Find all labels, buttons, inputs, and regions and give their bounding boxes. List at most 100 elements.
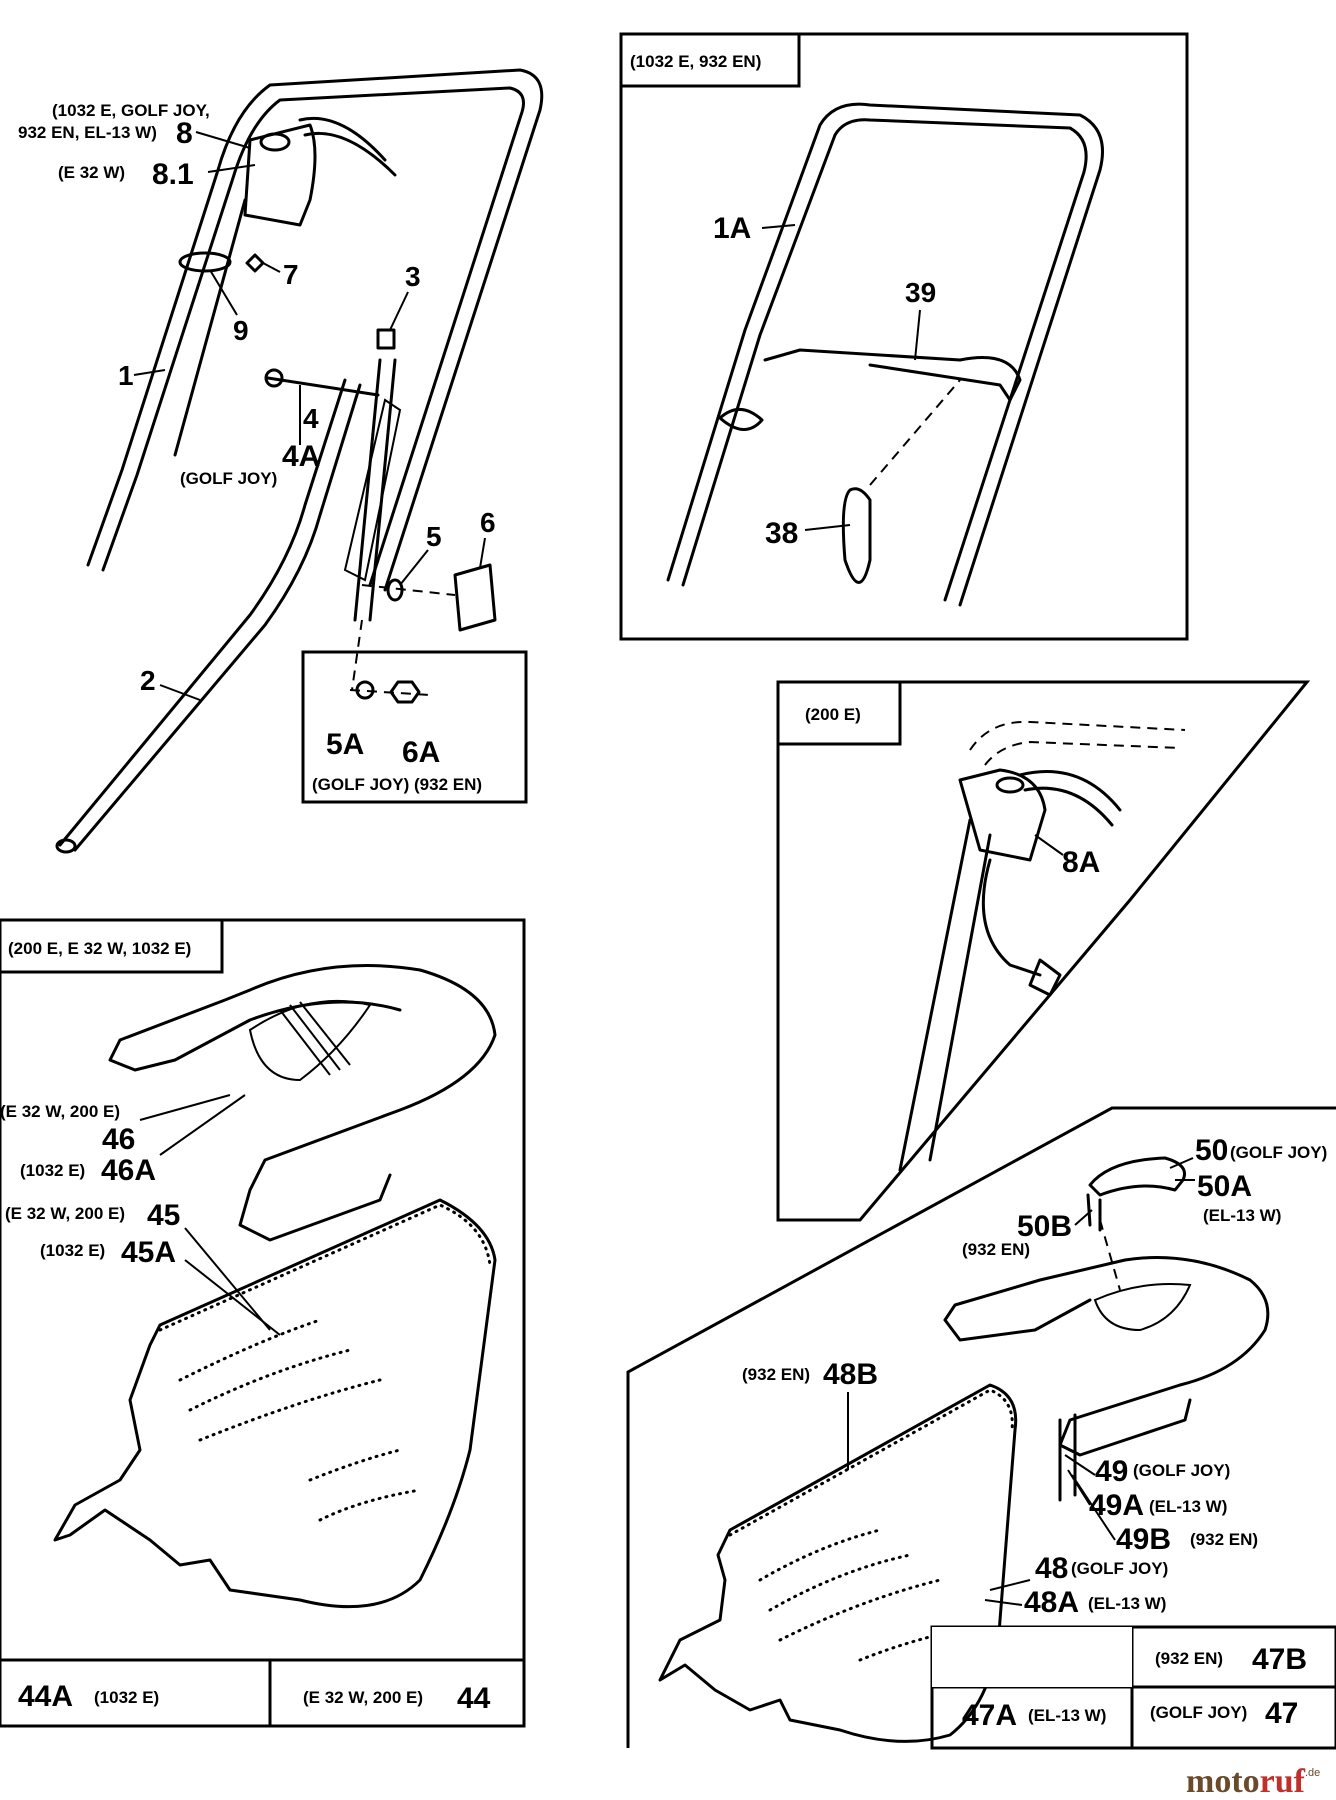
switch-8a-button bbox=[995, 776, 1025, 794]
part-46a-label: 46A bbox=[101, 1154, 156, 1187]
switch-8a-cable bbox=[1018, 770, 1122, 827]
grass-guard-39-drawing bbox=[763, 348, 1022, 402]
part-2-label: 2 bbox=[140, 665, 156, 696]
part-6-label: 6 bbox=[480, 507, 496, 538]
golf-joy-note: (GOLF JOY) bbox=[180, 469, 277, 488]
part-81-label: 8.1 bbox=[152, 158, 194, 191]
part-49a-label: 49A bbox=[1089, 1489, 1144, 1522]
leader-6 bbox=[479, 537, 486, 569]
watermark: motoruf.de bbox=[1186, 1763, 1320, 1800]
right-table-blank-cell bbox=[932, 1627, 1132, 1687]
panel-1a-frame bbox=[619, 32, 1189, 641]
handle-assembly bbox=[55, 68, 544, 854]
model-47a: (EL-13 W) bbox=[1028, 1706, 1106, 1725]
part-4-label: 4 bbox=[303, 403, 319, 434]
leader-7 bbox=[262, 262, 281, 273]
part-4a-label: 4A bbox=[282, 440, 320, 473]
panel-200e-header: (200 E) bbox=[805, 705, 861, 724]
handle-end-cap bbox=[55, 838, 77, 854]
nut-6a-drawing bbox=[389, 680, 421, 704]
panel-200e-header-box bbox=[776, 680, 902, 746]
model-46a: (1032 E) bbox=[20, 1161, 85, 1180]
hook-assembly-line bbox=[869, 379, 961, 486]
handle-labels: (1032 E, GOLF JOY, 932 EN, EL-13 W) 8 (E… bbox=[18, 101, 496, 701]
grass-bag-panel-right: 50 (GOLF JOY) 50A (EL-13 W) 50B (932 EN)… bbox=[626, 1106, 1336, 1750]
model-45a: (1032 E) bbox=[40, 1241, 105, 1260]
leader-1 bbox=[133, 369, 166, 376]
leader-50 bbox=[1169, 1157, 1195, 1181]
leader-8a bbox=[1034, 834, 1064, 856]
model-44a: (1032 E) bbox=[94, 1688, 159, 1707]
watermark-suffix: .de bbox=[1305, 1767, 1320, 1779]
model-50a: (EL-13 W) bbox=[1203, 1206, 1281, 1225]
basket-rim-rivets bbox=[158, 1203, 492, 1332]
detail-box-frame bbox=[301, 650, 528, 804]
cable-hook-38-drawing bbox=[841, 487, 872, 584]
model-48a: (EL-13 W) bbox=[1088, 1594, 1166, 1613]
cable-drawing bbox=[298, 116, 397, 177]
watermark-part2: ruf bbox=[1260, 1763, 1306, 1800]
part-7-label: 7 bbox=[283, 259, 299, 290]
model-50: (GOLF JOY) bbox=[1230, 1143, 1327, 1162]
grass-bag-panel-left: (200 E, E 32 W, 1032 E) (E 32 W, 200 E) … bbox=[0, 918, 526, 1728]
leader-45a bbox=[184, 1259, 281, 1336]
handle-1a-clamp bbox=[718, 408, 764, 431]
part-39-label: 39 bbox=[905, 277, 936, 308]
part-9-label: 9 bbox=[233, 315, 249, 346]
switch-housing-drawing bbox=[243, 123, 317, 227]
part-8-models-line2: 932 EN, EL-13 W) bbox=[18, 123, 157, 142]
leader-46 bbox=[139, 1094, 231, 1121]
part-47b-label: 47B bbox=[1252, 1643, 1307, 1676]
detail-assembly-line bbox=[349, 689, 431, 696]
part-50b-label: 50B bbox=[1017, 1210, 1072, 1243]
bag-frame-grip-lines bbox=[279, 1001, 351, 1076]
assembly-line-drawing-2 bbox=[351, 619, 363, 691]
cap-3-drawing bbox=[376, 328, 396, 350]
model-50b: (932 EN) bbox=[962, 1240, 1030, 1259]
leader-9 bbox=[209, 269, 238, 316]
model-49: (GOLF JOY) bbox=[1133, 1461, 1230, 1480]
leader-38 bbox=[804, 524, 851, 531]
assembly-line-drawing bbox=[361, 584, 456, 596]
switch-200e-panel: (200 E) 8A bbox=[776, 680, 1311, 1222]
part-45a-label: 45A bbox=[121, 1236, 176, 1269]
part-44-label: 44 bbox=[457, 1682, 491, 1715]
panel-1a-header-text: (1032 E, 932 EN) bbox=[630, 52, 761, 71]
cable-clip-drawing bbox=[178, 251, 232, 273]
leader-49 bbox=[1064, 1454, 1116, 1541]
left-parts-table bbox=[0, 1658, 526, 1728]
bag-basket-45-drawing bbox=[53, 1198, 497, 1609]
handle-assembly-line bbox=[1099, 1219, 1121, 1291]
detail-box-caption: (GOLF JOY) (932 EN) bbox=[312, 775, 482, 794]
basket-mesh-dots bbox=[178, 1318, 422, 1522]
part-81-model: (E 32 W) bbox=[58, 163, 125, 182]
part-6a-label: 6A bbox=[402, 736, 440, 769]
part-48b-label: 48B bbox=[823, 1358, 878, 1391]
leader-81 bbox=[207, 164, 256, 173]
bolt-drawing bbox=[266, 376, 380, 397]
plug-cable-drawing bbox=[981, 858, 1042, 977]
model-47b: (932 EN) bbox=[1155, 1649, 1223, 1668]
panel-200e-frame bbox=[776, 680, 1311, 1222]
part-48a-label: 48A bbox=[1024, 1586, 1079, 1619]
model-48b: (932 EN) bbox=[742, 1365, 810, 1384]
bag-frame-grip bbox=[248, 999, 372, 1082]
part-45-label: 45 bbox=[147, 1199, 180, 1232]
panel-left-header-box bbox=[0, 918, 224, 974]
leader-1a bbox=[761, 224, 796, 229]
knob-drawing bbox=[453, 563, 497, 632]
switch-housing-8a-drawing bbox=[958, 768, 1047, 862]
plug-drawing bbox=[1028, 958, 1062, 997]
handle-phantom-lines bbox=[969, 720, 1186, 766]
model-49a: (EL-13 W) bbox=[1149, 1497, 1227, 1516]
part-47a-label: 47A bbox=[962, 1699, 1017, 1732]
part-49-label: 49 bbox=[1095, 1455, 1128, 1488]
panel-1a-header-box bbox=[619, 32, 801, 88]
screw-7-drawing bbox=[245, 253, 265, 273]
part-8a-label: 8A bbox=[1062, 846, 1100, 879]
leader-5 bbox=[399, 549, 429, 586]
tube-bracket-drawing bbox=[343, 398, 402, 582]
watermark-logo: motoruf.de bbox=[1186, 1763, 1320, 1800]
part-48-label: 48 bbox=[1035, 1552, 1068, 1585]
leader-48 bbox=[984, 1579, 1031, 1606]
